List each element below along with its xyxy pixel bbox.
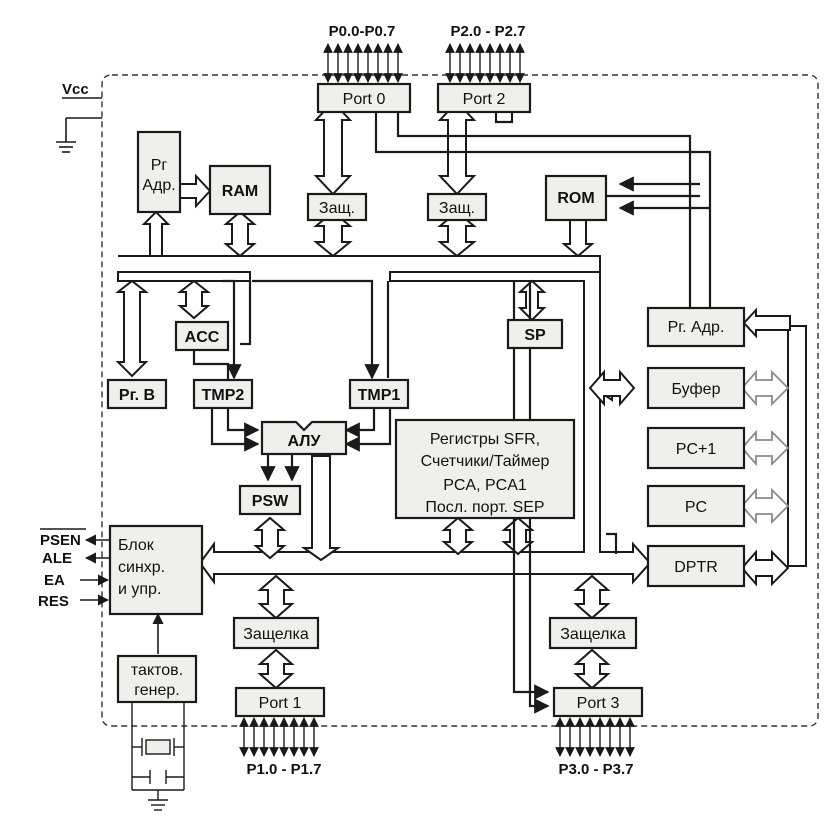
svg-text:Посл. порт. SEP: Посл. порт. SEP bbox=[425, 499, 544, 516]
svg-text:Буфер: Буфер bbox=[672, 381, 721, 398]
port1-block: Port 1 bbox=[234, 686, 326, 718]
pc-plus-1-block: PC+1 bbox=[646, 426, 746, 470]
buffer-block: Буфер bbox=[646, 366, 746, 410]
port1-pin-label: P1.0 - P1.7 bbox=[246, 761, 321, 778]
port-buses bbox=[115, 100, 636, 690]
port2-pins bbox=[445, 43, 525, 83]
svg-text:Рг: Рг bbox=[151, 157, 168, 174]
crystal-resonator bbox=[131, 702, 185, 811]
svg-text:Port 0: Port 0 bbox=[343, 91, 386, 108]
clock-generator-block: тактов. генер. bbox=[116, 654, 198, 704]
register-b-block: Рг. В bbox=[106, 378, 168, 410]
res-pin-label: RES bbox=[38, 593, 69, 610]
ram-block: RAM bbox=[208, 164, 272, 216]
svg-text:RAM: RAM bbox=[222, 183, 258, 200]
svg-text:Защ.: Защ. bbox=[319, 200, 355, 217]
svg-text:Port 2: Port 2 bbox=[463, 91, 506, 108]
svg-text:Защелка: Защелка bbox=[243, 626, 309, 643]
svg-text:Рг. В: Рг. В bbox=[119, 387, 155, 404]
address-bus-right bbox=[787, 325, 807, 567]
svg-text:Защ.: Защ. bbox=[439, 200, 475, 217]
port3-pins bbox=[555, 717, 635, 757]
svg-text:TMP2: TMP2 bbox=[202, 387, 245, 404]
svg-text:PC: PC bbox=[685, 499, 707, 516]
alu-block: АЛУ bbox=[260, 420, 348, 456]
tmp1-block: TMP1 bbox=[348, 378, 410, 410]
accumulator-block: ACC bbox=[174, 320, 230, 352]
svg-text:Port 3: Port 3 bbox=[577, 695, 620, 712]
svg-text:Защелка: Защелка bbox=[560, 626, 626, 643]
port0-block: Port 0 bbox=[316, 82, 412, 114]
port3-latch-block: Защелка bbox=[548, 616, 638, 650]
port0-pin-label: P0.0-P0.7 bbox=[329, 23, 396, 40]
port1-latch-block: Защелка bbox=[232, 616, 320, 650]
svg-text:синхр.: синхр. bbox=[118, 559, 165, 576]
ea-pin-label: EA bbox=[44, 572, 65, 589]
power-supply bbox=[56, 97, 102, 153]
svg-text:TMP1: TMP1 bbox=[358, 387, 401, 404]
pc-register-arrows bbox=[740, 307, 791, 587]
svg-text:SP: SP bbox=[524, 327, 546, 344]
port2-block: Port 2 bbox=[436, 82, 532, 114]
svg-text:Регистры SFR,: Регистры SFR, bbox=[430, 431, 540, 448]
svg-text:АЛУ: АЛУ bbox=[288, 433, 322, 450]
port2-pin-label: P2.0 - P2.7 bbox=[450, 23, 525, 40]
dptr-block: DPTR bbox=[646, 544, 746, 588]
address-register-block: Рг Адр. bbox=[136, 130, 182, 214]
psw-block: PSW bbox=[238, 484, 302, 516]
rom-block: ROM bbox=[544, 174, 608, 222]
control-unit-block: Блок синхр. и упр. bbox=[108, 524, 204, 616]
program-counter-block: PC bbox=[646, 484, 746, 528]
svg-text:Блок: Блок bbox=[118, 537, 155, 554]
svg-text:Port 1: Port 1 bbox=[259, 695, 302, 712]
port0-latch-block: Защ. bbox=[306, 192, 368, 222]
control-wires bbox=[80, 112, 712, 714]
vcc-label: Vcc bbox=[62, 81, 89, 98]
svg-text:Рг. Адр.: Рг. Адр. bbox=[668, 319, 725, 336]
svg-text:тактов.: тактов. bbox=[131, 662, 183, 679]
port3-block: Port 3 bbox=[552, 686, 644, 718]
svg-text:DPTR: DPTR bbox=[674, 559, 718, 576]
svg-text:генер.: генер. bbox=[134, 682, 179, 699]
svg-text:и упр.: и упр. bbox=[118, 581, 161, 598]
port1-pins bbox=[239, 717, 319, 757]
svg-text:PCA, PCA1: PCA, PCA1 bbox=[443, 477, 527, 494]
port2-latch-block: Защ. bbox=[426, 192, 488, 222]
ale-pin-label: ALE bbox=[42, 550, 72, 567]
tmp2-block: TMP2 bbox=[192, 378, 254, 410]
sfr-block: Регистры SFR, Счетчики/Таймер PCA, PCA1 … bbox=[394, 418, 576, 520]
port3-pin-label: P3.0 - P3.7 bbox=[558, 761, 633, 778]
svg-text:ROM: ROM bbox=[557, 190, 594, 207]
stack-pointer-block: SP bbox=[506, 318, 564, 350]
svg-text:Адр.: Адр. bbox=[142, 177, 175, 194]
address-register-right-block: Рг. Адр. bbox=[646, 306, 746, 348]
svg-text:ACC: ACC bbox=[185, 329, 220, 346]
svg-text:Счетчики/Таймер: Счетчики/Таймер bbox=[421, 453, 550, 470]
psen-pin-label: PSEN bbox=[40, 532, 81, 549]
port0-pins bbox=[323, 43, 403, 83]
svg-text:PC+1: PC+1 bbox=[676, 441, 717, 458]
svg-text:PSW: PSW bbox=[252, 493, 289, 510]
internal-bus-left bbox=[117, 271, 251, 282]
internal-data-bus bbox=[118, 255, 652, 586]
